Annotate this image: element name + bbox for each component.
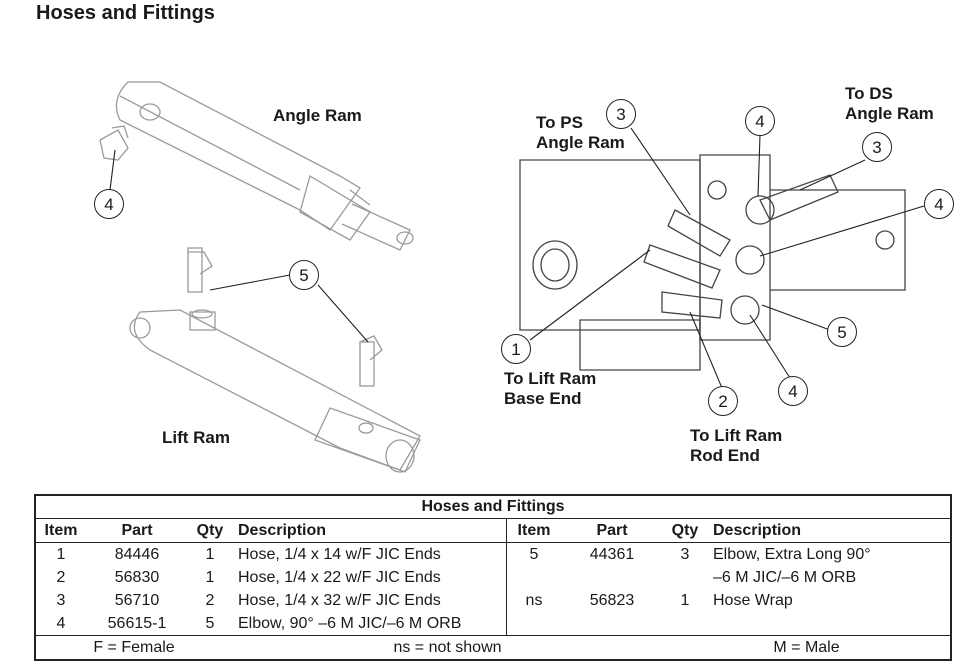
callout-4: 4 [778, 376, 808, 406]
label-line: Angle Ram [845, 104, 934, 123]
callout-4: 4 [924, 189, 954, 219]
cell-item: 2 [56, 568, 66, 586]
cell-part: 56615-1 [107, 614, 167, 632]
cell-item [506, 566, 561, 589]
cell-part: 56830 [114, 568, 160, 586]
callout-4: 4 [94, 189, 124, 219]
angle-ram-drawing [115, 81, 414, 251]
cell-item: 1 [56, 545, 66, 563]
cell-description: Elbow, 90° –6 M JIC/–6 M ORB [238, 614, 462, 632]
hoses-diagram: Angle Ram Lift Ram To PS Angle Ram To DS… [94, 81, 954, 473]
cell-part: 56823 [589, 591, 635, 609]
cell-description: Hose, 1/4 x 22 w/F JIC Ends [238, 568, 441, 586]
header-part: Part [86, 518, 188, 543]
cell-part: 44361 [589, 545, 635, 563]
label-to-ps-angle-ram: To PS Angle Ram [536, 113, 625, 153]
diagram-drawing [99, 81, 925, 473]
label-line: Angle Ram [536, 133, 625, 152]
cell-qty [663, 612, 707, 636]
label-line: To Lift Ram [504, 369, 597, 388]
cell-description: Elbow, Extra Long 90° [713, 545, 871, 563]
cell-description [707, 612, 951, 636]
elbow-fitting-drawing [99, 125, 129, 161]
cell-item: 3 [56, 591, 66, 609]
table-legend-row: F = Female ns = not shown M = Male [35, 635, 951, 660]
table-header-row: Item Part Qty Description Item Part Qty … [35, 518, 951, 543]
header-qty: Qty [188, 518, 232, 543]
callout-2: 2 [708, 386, 738, 416]
label-to-ds-angle-ram: To DS Angle Ram [845, 84, 934, 124]
leader-lines [109, 127, 925, 389]
callout-3: 3 [606, 99, 636, 129]
header-item: Item [35, 518, 86, 543]
legend-male: M = Male [663, 635, 951, 660]
callout-5: 5 [827, 317, 857, 347]
cell-part [561, 566, 663, 589]
callout-4: 4 [745, 106, 775, 136]
header-item: Item [506, 518, 561, 543]
table-row: 1 84446 1 Hose, 1/4 x 14 w/F JIC Ends 5 … [35, 542, 951, 566]
cell-part [561, 612, 663, 636]
label-angle-ram: Angle Ram [273, 106, 362, 125]
page-title: Hoses and Fittings [36, 2, 215, 24]
parts-table: Hoses and Fittings Item Part Qty Descrip… [34, 494, 952, 661]
cell-qty: 1 [205, 568, 215, 586]
header-description: Description [707, 518, 951, 543]
cell-description: Hose Wrap [713, 591, 793, 609]
label-line: Rod End [690, 446, 760, 465]
label-to-lift-ram-base-end: To Lift Ram Base End [504, 369, 596, 409]
table-row: 3 56710 2 Hose, 1/4 x 32 w/F JIC Ends ns… [35, 589, 951, 612]
callout-3: 3 [862, 132, 892, 162]
legend-female: F = Female [35, 635, 232, 660]
header-qty: Qty [663, 518, 707, 543]
table-caption: Hoses and Fittings [35, 495, 951, 519]
cell-item: 4 [56, 614, 66, 632]
table-row: 2 56830 1 Hose, 1/4 x 22 w/F JIC Ends –6… [35, 566, 951, 589]
cell-part: 84446 [114, 545, 160, 563]
lift-ram-drawing [129, 309, 421, 473]
cell-item: ns [506, 589, 561, 612]
header-description: Description [232, 518, 507, 543]
label-to-lift-ram-rod-end: To Lift Ram Rod End [690, 426, 782, 466]
legend-not-shown: ns = not shown [232, 635, 663, 660]
callout-5: 5 [289, 260, 319, 290]
cell-qty: 5 [205, 614, 215, 632]
label-line: To Lift Ram [690, 426, 783, 445]
table-row: 4 56615-1 5 Elbow, 90° –6 M JIC/–6 M ORB [35, 612, 951, 636]
cell-qty: 3 [680, 545, 690, 563]
cell-item [506, 612, 561, 636]
cell-qty: 1 [680, 591, 690, 609]
cell-description: Hose, 1/4 x 14 w/F JIC Ends [238, 545, 441, 563]
cell-part: 56710 [114, 591, 160, 609]
cell-qty: 2 [205, 591, 215, 609]
callout-1: 1 [501, 334, 531, 364]
label-lift-ram: Lift Ram [162, 428, 230, 447]
cell-description: Hose, 1/4 x 32 w/F JIC Ends [238, 591, 441, 609]
extra-long-elbow-drawing [187, 247, 383, 387]
label-line: To DS [845, 84, 893, 103]
header-part: Part [561, 518, 663, 543]
label-line: Base End [504, 389, 582, 408]
cell-qty [663, 566, 707, 589]
valve-manifold-drawing [519, 154, 906, 371]
cell-item: 5 [506, 542, 561, 566]
cell-qty: 1 [205, 545, 215, 563]
cell-description: –6 M JIC/–6 M ORB [713, 568, 857, 586]
label-line: To PS [536, 113, 583, 132]
